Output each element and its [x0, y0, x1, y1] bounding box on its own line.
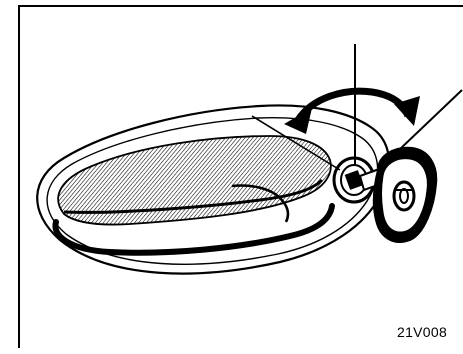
rotation-arrow	[284, 87, 420, 134]
frame-border	[18, 5, 463, 348]
left-arrowhead	[284, 108, 312, 134]
handle-lever	[52, 178, 335, 256]
leader-lines	[251, 44, 463, 171]
figure-code: 21V008	[397, 324, 448, 340]
key	[358, 146, 438, 243]
handle-recess	[57, 135, 332, 226]
right-arrowhead	[394, 96, 420, 126]
